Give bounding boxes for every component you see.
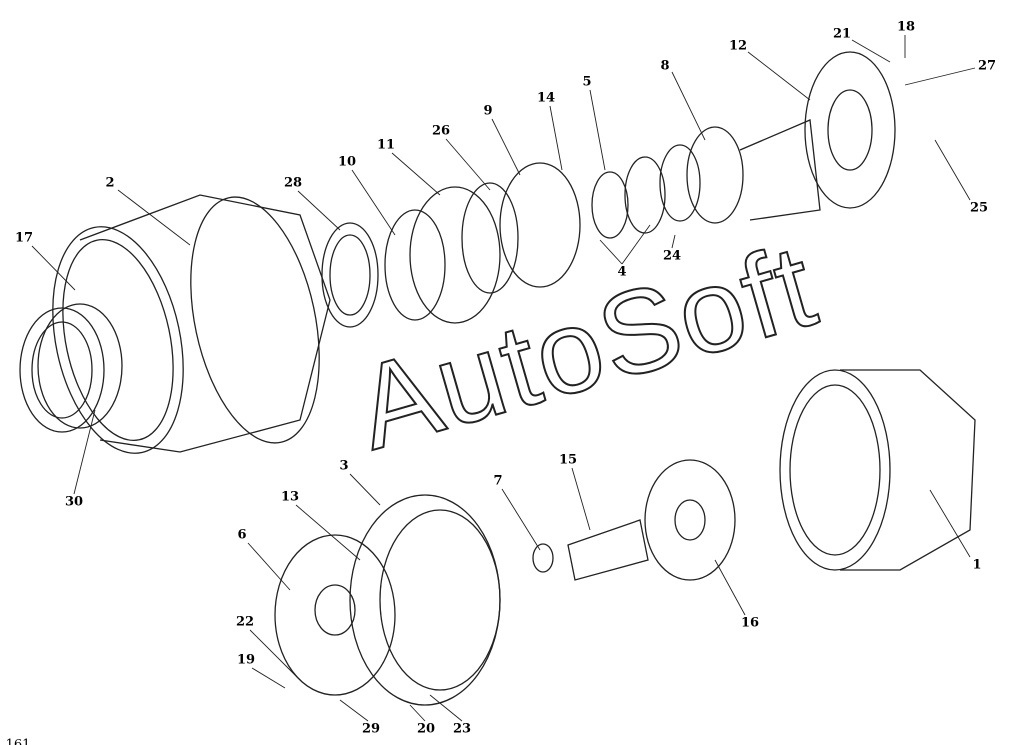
callout-17: 17 — [14, 230, 34, 246]
callout-5: 5 — [582, 74, 592, 90]
callout-29: 29 — [361, 721, 381, 737]
callout-30: 30 — [64, 494, 84, 510]
callout-13: 13 — [280, 489, 300, 505]
callout-23: 23 — [452, 721, 472, 737]
callout-7: 7 — [493, 473, 503, 489]
callout-18: 18 — [896, 19, 916, 35]
callout-26: 26 — [431, 123, 451, 139]
housing-2 — [52, 194, 331, 454]
gears — [532, 459, 736, 581]
callout-4: 4 — [617, 264, 627, 280]
callout-1: 1 — [972, 557, 982, 573]
callout-24: 24 — [662, 248, 682, 264]
callout-8: 8 — [660, 58, 670, 74]
callout-25: 25 — [969, 200, 989, 216]
bearing-30 — [19, 303, 123, 433]
callout-28: 28 — [283, 175, 303, 191]
callout-19: 19 — [236, 652, 256, 668]
callout-2: 2 — [105, 175, 115, 191]
callout-3: 3 — [339, 458, 349, 474]
callout-15: 15 — [558, 452, 578, 468]
callout-9: 9 — [483, 103, 493, 119]
callout-11: 11 — [376, 137, 396, 153]
shaft-rings — [321, 51, 896, 328]
callout-27: 27 — [977, 58, 997, 74]
page-number: 161 — [5, 737, 31, 745]
planet-carrier-3 — [274, 494, 501, 706]
callout-22: 22 — [235, 614, 255, 630]
callout-6: 6 — [237, 527, 247, 543]
callout-10: 10 — [337, 154, 357, 170]
callout-12: 12 — [728, 38, 748, 54]
ring-gear-1 — [779, 369, 976, 571]
leader-lines — [31, 35, 976, 722]
callout-21: 21 — [832, 26, 852, 42]
callout-14: 14 — [536, 90, 556, 106]
callout-20: 20 — [416, 721, 436, 737]
callout-16: 16 — [740, 615, 760, 631]
